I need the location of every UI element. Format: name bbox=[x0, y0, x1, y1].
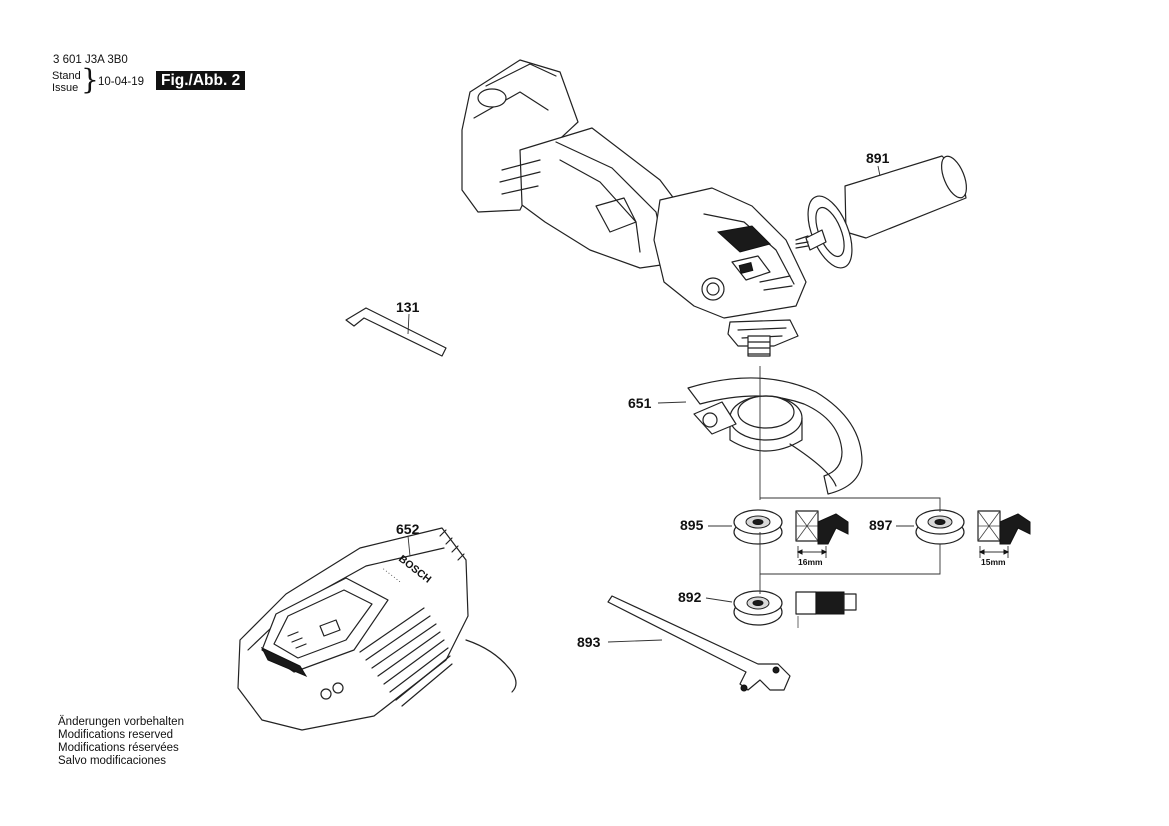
nut-895-profile bbox=[795, 510, 849, 558]
dimension-897: 15mm bbox=[981, 557, 1006, 567]
part-number-651: 651 bbox=[628, 395, 652, 411]
part-number-893: 893 bbox=[577, 634, 601, 650]
issue-label: Issue bbox=[52, 82, 79, 94]
part-number-895: 895 bbox=[680, 517, 704, 533]
clamping-nut-897-illustration bbox=[915, 509, 965, 545]
side-handle-illustration bbox=[795, 155, 968, 269]
figure-badge: Fig./Abb. 2 bbox=[156, 71, 246, 90]
modification-notes: Änderungen vorbehalten Modifications res… bbox=[58, 716, 184, 768]
angle-grinder-illustration bbox=[461, 59, 807, 357]
nut-897-profile bbox=[977, 510, 1031, 558]
battery-charger-illustration: BOSCH · · · · · · · bbox=[237, 527, 517, 731]
issue-date: 10-04-19 bbox=[98, 76, 145, 88]
part-number-892: 892 bbox=[678, 589, 702, 605]
brace-glyph: } bbox=[81, 63, 99, 96]
document-number: 3 601 J3A 3B0 bbox=[53, 54, 128, 66]
note-english: Modifications reserved bbox=[58, 729, 174, 741]
part-number-897: 897 bbox=[869, 517, 893, 533]
flange-892-profile bbox=[795, 591, 857, 628]
part-number-131: 131 bbox=[396, 299, 420, 315]
note-french: Modifications réservées bbox=[58, 742, 179, 754]
dimension-895: 16mm bbox=[798, 557, 823, 567]
mounting-flange-892-illustration bbox=[733, 590, 783, 626]
guard-illustration bbox=[687, 377, 863, 495]
note-spanish: Salvo modificaciones bbox=[58, 755, 167, 767]
clamping-nut-895-illustration bbox=[733, 509, 783, 545]
part-number-652: 652 bbox=[396, 521, 420, 537]
leader-lines bbox=[407, 165, 941, 643]
hex-key-illustration bbox=[345, 307, 447, 357]
part-number-891: 891 bbox=[866, 150, 890, 166]
note-german: Änderungen vorbehalten bbox=[58, 716, 184, 728]
pin-wrench-illustration bbox=[607, 595, 791, 692]
stand-label: Stand bbox=[52, 70, 81, 82]
